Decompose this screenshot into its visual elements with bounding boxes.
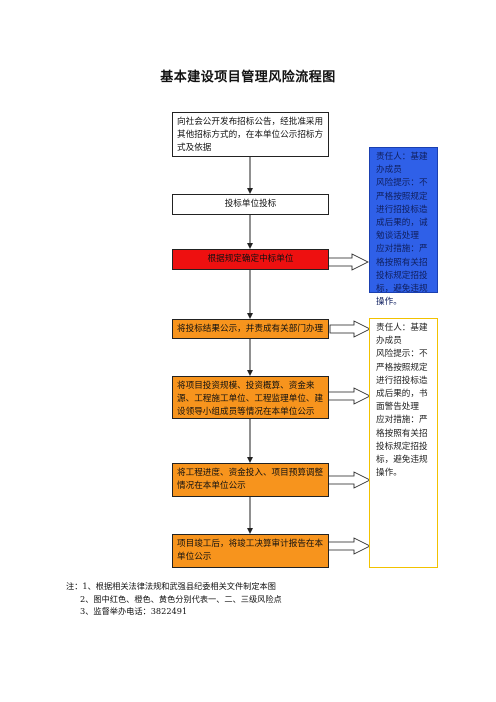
arrow-to-yellow-panel-3 — [327, 471, 371, 489]
step-publish-audit: 项目竣工后，将竣工决算审计报告在本单位公示 — [172, 534, 329, 568]
risk-yellow-responsible: 责任人：基建办成员 — [376, 323, 428, 347]
step-publish-audit-text: 项目竣工后，将竣工决算审计报告在本单位公示 — [177, 539, 324, 562]
footnotes: 注：1、根据相关法律法规和武强县纪委相关文件制定本图 2、图中红色、橙色、黄色分… — [66, 580, 282, 618]
risk-blue-responsible: 责任人：基建办成员 — [376, 152, 428, 176]
step-determine-winner-text: 根据规定确定中标单位 — [207, 254, 294, 264]
step-determine-winner: 根据规定确定中标单位 — [172, 249, 329, 270]
step-publish-result: 将投标结果公示，并责成有关部门办理 — [172, 319, 329, 339]
note-1: 注：1、根据相关法律法规和武强县纪委相关文件制定本图 — [66, 581, 276, 591]
note-3: 3、监督举办电话：3822491 — [80, 606, 188, 616]
arrow-to-yellow-panel-4 — [327, 537, 371, 555]
arrow-to-blue-panel — [327, 253, 369, 271]
step-publish-progress-text: 将工程进度、资金投入、项目预算调整情况在本单位公示 — [177, 468, 324, 491]
step-publish-result-text: 将投标结果公示，并责成有关部门办理 — [177, 324, 324, 334]
risk-yellow-hint: 风险提示：不严格按照规定进行招投标造成后果的，书面警告处理 — [376, 349, 428, 413]
risk-panel-blue: 责任人：基建办成员 风险提示：不严格按照规定进行招投标造成后果的，诫勉谈话处理 … — [369, 147, 438, 307]
note-2: 2、图中红色、橙色、黄色分别代表一、二、三级风险点 — [80, 593, 282, 604]
step-publish-tender: 向社会公开发布招标公告，经批准采用其他招标方式的，在本单位公示招标方式及依据 — [172, 112, 329, 157]
arrow-to-yellow-panel-2 — [327, 387, 371, 405]
step-publish-project-info-text: 将项目投资规模、投资概算、资金来源、工程施工单位、工程监理单位、建设领导小组成员… — [177, 381, 324, 417]
risk-panel-yellow: 责任人：基建办成员 风险提示：不严格按照规定进行招投标造成后果的，书面警告处理 … — [369, 318, 438, 568]
risk-yellow-measure: 应对措施：严格按照有关招投标规定招投标，避免违规操作。 — [376, 415, 428, 479]
arrow-to-yellow-panel-1 — [329, 320, 371, 338]
risk-blue-measure: 应对措施：严格按照有关招投标规定招投标，避免违规操作。 — [376, 244, 428, 308]
step-publish-progress: 将工程进度、资金投入、项目预算调整情况在本单位公示 — [172, 463, 329, 497]
step-bidding: 投标单位投标 — [172, 194, 329, 215]
step-publish-project-info: 将项目投资规模、投资概算、资金来源、工程施工单位、工程监理单位、建设领导小组成员… — [172, 376, 329, 419]
step-publish-tender-text: 向社会公开发布招标公告，经批准采用其他招标方式的，在本单位公示招标方式及依据 — [177, 117, 324, 153]
risk-blue-hint: 风险提示：不严格按照规定进行招投标造成后果的，诫勉谈话处理 — [376, 178, 428, 242]
step-bidding-text: 投标单位投标 — [224, 199, 277, 209]
page-title: 基本建设项目管理风险流程图 — [160, 70, 336, 85]
